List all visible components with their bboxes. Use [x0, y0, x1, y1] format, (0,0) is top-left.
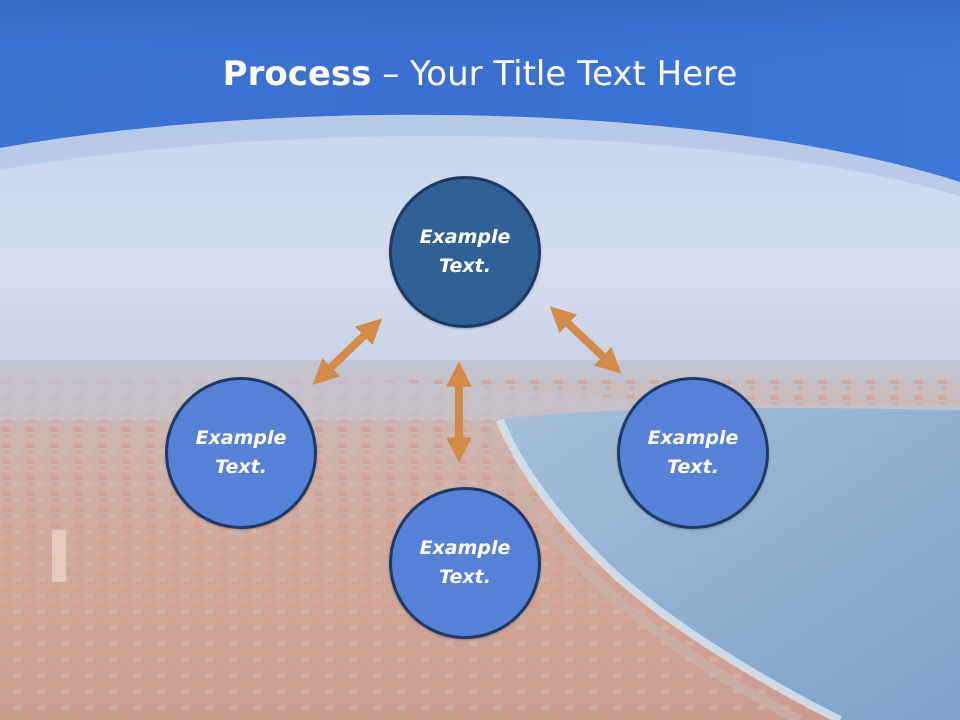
- node-left-line1: Example: [195, 427, 287, 449]
- node-bottom-line2: Text.: [439, 566, 491, 588]
- node-top-line2: Text.: [439, 255, 491, 277]
- process-node-right: Example Text.: [617, 377, 769, 529]
- node-left-line2: Text.: [215, 456, 267, 478]
- node-bottom-line1: Example: [419, 537, 511, 559]
- title-bold: Process: [222, 54, 372, 94]
- node-right-line2: Text.: [667, 456, 719, 478]
- node-right-line1: Example: [647, 427, 739, 449]
- arrow-top-right: [549, 306, 622, 374]
- arrow-top-left: [312, 318, 383, 385]
- slide-title: Process – Your Title Text Here: [0, 50, 960, 98]
- title-rest: Your Title Text Here: [410, 54, 738, 94]
- node-top-line1: Example: [419, 226, 511, 248]
- process-node-left: Example Text.: [165, 377, 317, 529]
- title-separator: –: [382, 54, 400, 94]
- header-band: [0, 0, 960, 196]
- process-node-top: Example Text.: [389, 176, 541, 328]
- process-node-bottom: Example Text.: [389, 487, 541, 639]
